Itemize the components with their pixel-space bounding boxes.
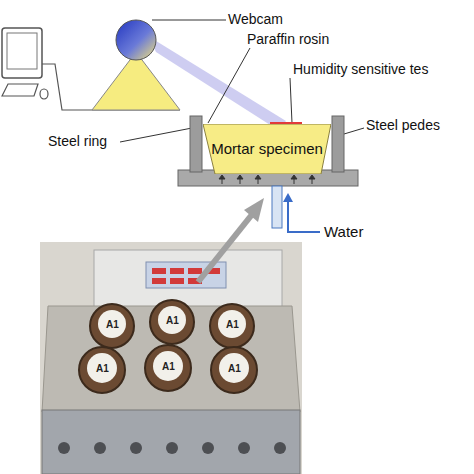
leader-line <box>120 128 192 142</box>
holder-tag: A1 <box>226 319 239 330</box>
specimen-label: Mortar specimen <box>211 140 323 157</box>
specimen-holders <box>79 300 257 393</box>
monitor-body <box>2 28 42 78</box>
part-label: Humidity sensitive tes <box>293 62 428 77</box>
leader-line <box>208 48 250 123</box>
webcam-lens <box>116 20 156 60</box>
holder-tag: A1 <box>166 315 179 326</box>
valve-knobs <box>58 442 286 454</box>
leader-line <box>152 20 226 21</box>
holder-tag: A1 <box>162 361 175 372</box>
front-panel <box>42 410 300 474</box>
leader-line <box>290 78 292 123</box>
specimen-text-area: Mortar specimen <box>203 124 331 174</box>
water-arrow <box>288 200 320 232</box>
photo-background <box>40 242 302 474</box>
steel-ring-wall <box>190 116 202 172</box>
specimen-shape <box>203 124 331 174</box>
monitor-screen <box>7 33 37 69</box>
pointer-arrow-head <box>244 198 264 222</box>
moisture-arrows <box>219 175 315 184</box>
leader-line <box>344 128 364 134</box>
holder-tag: A1 <box>96 363 109 374</box>
control-panel <box>94 250 282 312</box>
table-top <box>42 306 300 412</box>
pointer-arrow <box>198 212 254 282</box>
steel-ring-wall <box>332 116 344 172</box>
part-label: Steel ring <box>48 134 107 149</box>
water-arrow-head <box>283 193 293 202</box>
mouse <box>40 89 48 99</box>
part-label: Water <box>324 224 363 241</box>
part-label: Webcam <box>228 12 283 27</box>
keyboard <box>2 84 38 96</box>
camera-beam <box>148 36 286 130</box>
part-label: Steel pedes <box>366 118 440 133</box>
holder-tag: A1 <box>228 363 241 374</box>
webcam-stand <box>92 52 180 110</box>
holder-tag: A1 <box>106 319 119 330</box>
part-label: Paraffin rosin <box>247 32 329 47</box>
water-inlet <box>272 186 282 228</box>
specimen-block: Mortar specimen <box>203 124 331 174</box>
